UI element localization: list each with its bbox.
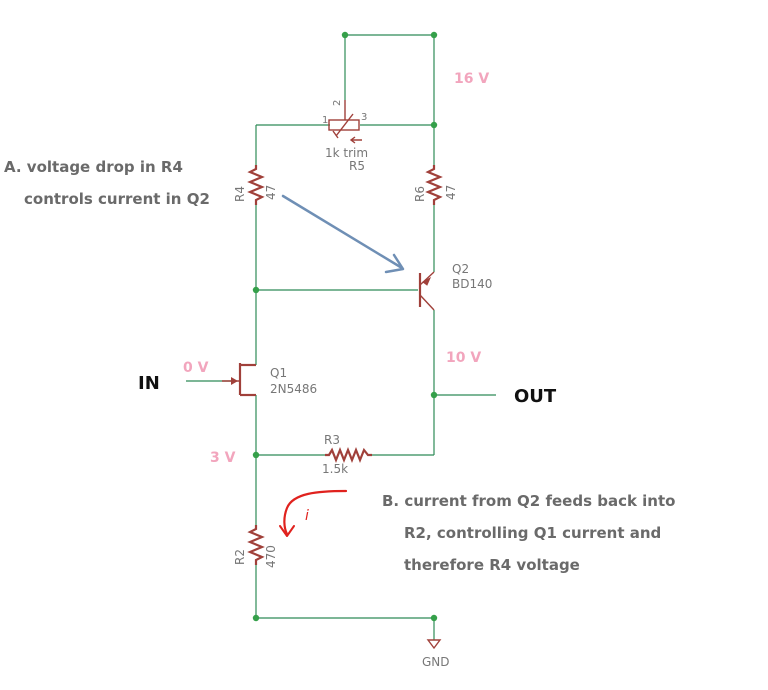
q2-name: Q2 [452, 262, 469, 276]
r4-value: 47 [264, 185, 278, 200]
node [252, 451, 260, 459]
r5-value: 1k trim [325, 146, 368, 160]
gnd-label: GND [422, 655, 450, 669]
r2-zigzag [247, 525, 265, 565]
gnd-icon [426, 639, 442, 650]
current-symbol: i [305, 508, 309, 524]
node [252, 286, 260, 294]
r4-zigzag [247, 165, 265, 205]
out-label: OUT [514, 386, 557, 407]
q1-part: 2N5486 [270, 382, 317, 396]
r5-adjust-tick [332, 130, 339, 139]
junctions [252, 31, 438, 622]
r2-resistor: R2 470 [233, 525, 278, 568]
note-a-line1: A. voltage drop in R4 [4, 158, 183, 176]
r3-zigzag [325, 447, 372, 463]
q1-name: Q1 [270, 366, 287, 380]
r5-adjust-slash [335, 113, 354, 137]
blue-arrow-head-icon [384, 253, 405, 274]
node [252, 614, 260, 622]
r5-body [328, 119, 360, 131]
q2-collector [419, 294, 435, 311]
q2-emitter [419, 271, 435, 286]
r5-arrow-icon [349, 136, 362, 144]
q2-arrow-icon [422, 276, 432, 286]
wire-top-loop [345, 34, 435, 125]
blue-arrow-shaft [281, 194, 404, 270]
red-arrow-curve [283, 489, 348, 536]
q2-part: BD140 [452, 277, 492, 291]
node [341, 31, 349, 39]
voltage-top-label: 16 V [454, 71, 489, 87]
q2-transistor: Q2 BD140 [418, 262, 492, 311]
voltage-mid-label: 10 V [446, 350, 481, 366]
r2-value: 470 [264, 545, 278, 568]
note-b-line2: R2, controlling Q1 current and [404, 524, 661, 542]
r5-pin1-label: 1 [322, 115, 328, 126]
node [430, 391, 438, 399]
r6-value: 47 [444, 185, 458, 200]
r4-name: R4 [233, 186, 247, 202]
q1-gate-arrow-icon [231, 377, 238, 385]
node [430, 31, 438, 39]
current-arrow-red: i [279, 489, 348, 537]
red-arrow-head-icon [279, 525, 295, 537]
voltage-in-label: 0 V [183, 360, 209, 376]
r6-zigzag [425, 165, 443, 205]
r5-trimmer: 1 2 3 1k trim R5 [322, 100, 368, 173]
q1-jfet: Q1 2N5486 [222, 363, 317, 397]
r3-value: 1.5k [322, 462, 348, 476]
in-label: IN [138, 373, 160, 394]
node [430, 121, 438, 129]
r3-resistor: R3 1.5k [322, 433, 372, 476]
r5-name: R5 [349, 159, 365, 173]
voltage-3v-label: 3 V [210, 450, 236, 466]
r5-pin3-label: 3 [361, 112, 367, 123]
wires [186, 34, 496, 640]
note-b-line1: B. current from Q2 feeds back into [382, 492, 675, 510]
r6-resistor: R6 47 [413, 165, 458, 205]
note-a-line2: controls current in Q2 [24, 190, 210, 208]
r3-name: R3 [324, 433, 340, 447]
r6-name: R6 [413, 186, 427, 202]
note-b-line3: therefore R4 voltage [404, 556, 580, 574]
node [430, 614, 438, 622]
ground-symbol: GND [422, 639, 450, 669]
r4-resistor: R4 47 [233, 165, 278, 205]
annotation-arrow-blue [281, 194, 405, 274]
r5-pin2-label: 2 [332, 100, 343, 106]
r2-name: R2 [233, 549, 247, 565]
